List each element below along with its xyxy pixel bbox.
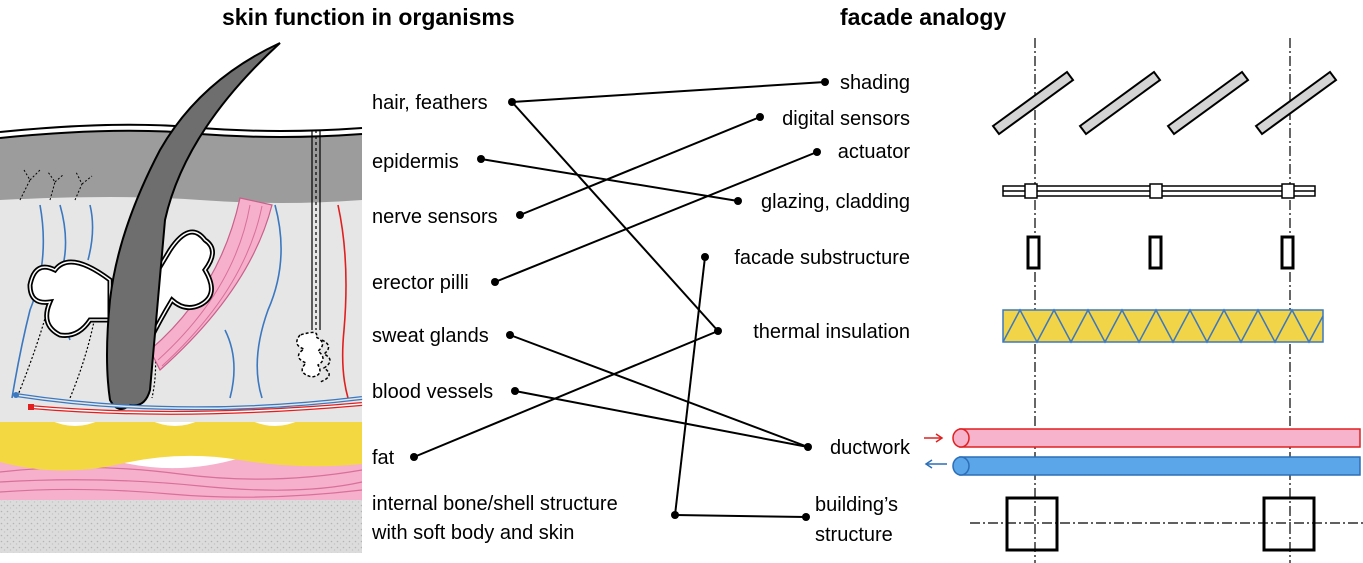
dot-epidermis (477, 155, 485, 163)
link-hair-insulation (511, 101, 719, 332)
dot-glazing (734, 197, 742, 205)
substructure-brackets (1026, 235, 1295, 270)
right-title: facade analogy (840, 4, 1007, 30)
label-thermal-insulation: thermal insulation (753, 321, 910, 343)
hair-shaft (106, 42, 281, 410)
label-fat: fat (372, 447, 395, 469)
link-hair-shading (511, 81, 826, 103)
label-building-structure: building’s structure (815, 494, 899, 546)
dot-sensors (756, 113, 764, 121)
dot-hair (508, 98, 516, 106)
dot-blood (511, 387, 519, 395)
dot-insulation (714, 327, 722, 335)
dot-shading (821, 78, 829, 86)
link-nerve-sensors (519, 116, 761, 216)
left-title: skin function in organisms (222, 4, 515, 30)
duct-return (952, 456, 1361, 476)
label-actuator: actuator (837, 141, 910, 163)
dot-actuator (813, 148, 821, 156)
dot-nerve (516, 211, 524, 219)
label-blood-vessels: blood vessels (372, 381, 494, 403)
label-digital-sensors: digital sensors (782, 108, 910, 130)
skin-illustration (0, 42, 363, 553)
label-nerve-sensors: nerve sensors (372, 206, 498, 228)
label-epidermis: epidermis (372, 151, 459, 173)
dot-structure (802, 513, 810, 521)
link-erector-actuator (494, 151, 818, 283)
label-ductwork: ductwork (829, 437, 910, 459)
bone-layer (0, 498, 362, 553)
link-bone-substructure (674, 256, 706, 516)
insulation-zigzag (1002, 308, 1324, 344)
dot-bone (671, 511, 679, 519)
label-shading: shading (839, 72, 910, 94)
duct-supply (952, 428, 1361, 448)
label-sweat-glands: sweat glands (372, 325, 489, 347)
label-facade-substructure: facade substructure (734, 247, 910, 269)
link-sweat-ductwork (509, 334, 809, 448)
dot-erector (491, 278, 499, 286)
label-glazing: glazing, cladding (761, 191, 910, 213)
fat-layer (0, 414, 362, 471)
dot-sweat (506, 331, 514, 339)
blood-vessel-band (15, 393, 363, 415)
link-blood-ductwork (514, 390, 809, 448)
link-fat-insulation (413, 330, 719, 458)
facade-illustration (924, 38, 1363, 563)
duct-arrows (924, 433, 947, 469)
connector-lines (410, 78, 829, 521)
building-columns (1005, 496, 1316, 552)
glazing-panel (1002, 183, 1316, 199)
label-bone-structure: internal bone/shell structure with soft … (372, 493, 618, 544)
dot-ductwork (804, 443, 812, 451)
dot-fat (410, 453, 418, 461)
link-bone-structure (674, 514, 807, 518)
shading-louvres (991, 70, 1338, 136)
label-erector-pilli: erector pilli (372, 272, 469, 294)
dot-substructure (701, 253, 709, 261)
label-hair: hair, feathers (372, 92, 488, 114)
link-epidermis-glazing (480, 158, 739, 202)
